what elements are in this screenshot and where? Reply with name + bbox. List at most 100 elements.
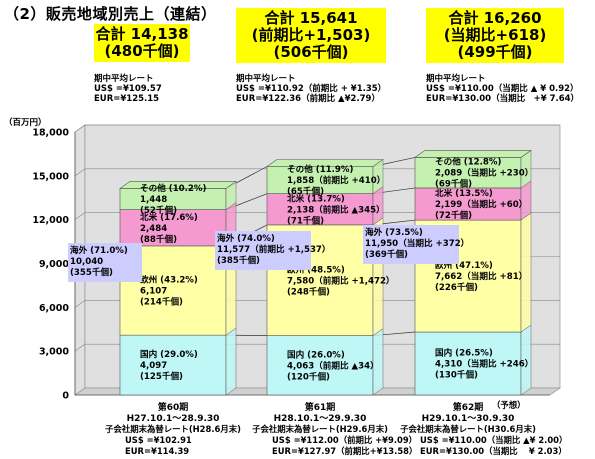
- overseas-label-bg: [363, 225, 459, 264]
- data-label-other: 1,858（前期比 +410）: [287, 174, 385, 186]
- data-label-domestic: (125千個): [140, 370, 183, 382]
- data-label-europe: 7,662（当期比 +81）: [435, 270, 527, 282]
- data-label-europe: (226千個): [435, 281, 478, 293]
- data-label-other: その他 (12.8%): [435, 156, 502, 168]
- avg-rate-eur: EUR=¥130.00（当期比 +¥ 7.64）: [426, 94, 580, 104]
- forecast-tag: （予想）: [492, 400, 526, 410]
- data-label-europe: 欧州 (43.2%): [140, 274, 198, 286]
- total-units: (506千個): [273, 43, 349, 61]
- y-tick-label: 6,000: [39, 303, 69, 314]
- y-tick-label: 9,000: [39, 259, 69, 270]
- overseas-label: 海外 (74.0%): [217, 232, 275, 244]
- avg-rate-usd: US$ =¥110.00（当期比 ▲ ¥ 0.92）: [426, 84, 579, 94]
- bar-segment-domestic: [119, 334, 227, 396]
- data-label-domestic: 4,310（当期比 +246）: [435, 358, 533, 370]
- end-rate-usd: US$ =¥112.00（前期比 +¥9.09）: [272, 435, 417, 445]
- avg-rate-p61: 期中平均レート US$ =¥110.92（前期比 + ¥1.35） EUR=¥1…: [236, 74, 386, 104]
- x-tick-label: 第61期: [305, 401, 336, 413]
- data-label-other: (65千個): [287, 185, 324, 197]
- bar-segment-north-america: [266, 193, 374, 226]
- data-label-domestic: (120千個): [287, 370, 330, 382]
- total-units: (499千個): [457, 43, 533, 61]
- data-label-north-america: 2,484: [140, 224, 167, 234]
- avg-rate-usd: US$ =¥110.92（前期比 + ¥1.35）: [236, 84, 387, 94]
- y-tick-label: 3,000: [39, 347, 69, 358]
- period-range: H28.10.1～29.9.30: [274, 414, 367, 424]
- data-label-north-america: (71千個): [287, 214, 324, 226]
- gridline-side: [74, 212, 86, 220]
- data-label-other: その他 (10.2%): [140, 182, 207, 194]
- data-label-other: その他 (11.9%): [287, 163, 354, 175]
- data-label-north-america: 2,138（前期比 ▲345）: [287, 203, 385, 215]
- gridline-side: [74, 168, 86, 177]
- avg-rate-p60: 期中平均レート US$ =¥109.57 EUR=¥125.15: [94, 74, 162, 104]
- end-rate-usd: US$ =¥110.00（当期比 ▲¥ 2.00）: [420, 435, 567, 445]
- overseas-label-bg: [68, 243, 142, 282]
- avg-rate-eur: EUR=¥122.36（前期比 ▲¥2.79）: [236, 94, 380, 104]
- period-range: H29.10.1～30.9.30: [422, 414, 515, 424]
- overseas-label-bg: [215, 231, 311, 270]
- total-value: 合計 16,260: [448, 9, 542, 27]
- avg-rate-title: 期中平均レート: [94, 74, 154, 84]
- page-title: （2）販売地域別売上（連結）: [4, 5, 217, 23]
- gridline-side: [74, 300, 86, 308]
- overseas-label: (385千個): [217, 254, 260, 266]
- overseas-label: 11,577（前期比 +1,537）: [217, 243, 331, 255]
- gridline-side: [74, 124, 86, 133]
- overseas-label: (355千個): [70, 266, 113, 278]
- bar-side-domestic: [225, 327, 237, 396]
- bar-segment-north-america: [119, 209, 227, 247]
- data-label-domestic: 国内 (26.0%): [287, 348, 345, 360]
- data-label-other: (69千個): [435, 178, 472, 190]
- data-label-domestic: 4,097: [140, 361, 167, 371]
- bar-top: [119, 181, 237, 189]
- end-rate-eur: EUR=¥127.97（前期比+¥13.58）: [272, 446, 417, 456]
- data-label-north-america: 2,199（当期比 +60）: [435, 198, 527, 210]
- data-label-other: (52千個): [140, 204, 177, 216]
- y-tick-label: 15,000: [32, 171, 69, 182]
- end-rate-title: 子会社期末為替レート(H28.6月末): [105, 424, 241, 434]
- bar-segment-other: [414, 157, 522, 189]
- bar-segment-other: [266, 166, 374, 194]
- overseas-label: 海外 (73.5%): [365, 226, 423, 238]
- data-label-domestic: (130千個): [435, 369, 478, 381]
- data-label-domestic: 国内 (29.0%): [140, 348, 198, 360]
- total-value: 合計 15,641: [264, 9, 358, 27]
- data-label-europe: 7,580（前期比 +1,472）: [287, 274, 395, 286]
- avg-rate-title: 期中平均レート: [426, 74, 486, 84]
- end-rate-eur: EUR=¥130.00（当期比 ¥ 2.03）: [420, 446, 567, 456]
- bar-top: [414, 150, 532, 158]
- avg-rate-title: 期中平均レート: [236, 74, 296, 84]
- total-units: (480千個): [104, 42, 180, 60]
- overseas-label: 11,950（当期比 +372）: [365, 237, 469, 249]
- data-label-north-america: (72千個): [435, 209, 472, 221]
- data-label-other: 1,448: [140, 195, 167, 205]
- data-label-north-america: 北米 (17.6%): [140, 211, 198, 223]
- overseas-label: (369千個): [365, 248, 408, 260]
- x-tick-label: 第60期: [158, 401, 189, 413]
- total-box-p60: 合計 14,138 (480千個): [94, 24, 190, 62]
- avg-rate-p62: 期中平均レート US$ =¥110.00（当期比 ▲ ¥ 0.92） EUR=¥…: [426, 74, 579, 104]
- end-rate-title: 子会社期末為替レート(H30.6月末): [400, 424, 536, 434]
- bar-segment-domestic: [414, 331, 522, 396]
- data-label-europe: (214千個): [140, 296, 183, 308]
- y-tick-label: 0: [62, 391, 69, 402]
- data-label-north-america: 北米 (13.7%): [287, 192, 345, 204]
- data-label-europe: 6,107: [140, 287, 167, 297]
- end-rate-title: 子会社期末為替レート(H29.6月末): [252, 424, 388, 434]
- end-rate-eur: EUR=¥114.39: [125, 446, 189, 456]
- y-tick-label: 12,000: [32, 215, 69, 226]
- end-rate-usd: US$ =¥102.91: [125, 435, 192, 445]
- overseas-label: 海外 (71.0%): [70, 244, 128, 256]
- total-box-p61: 合計 15,641 (前期比+1,503) (506千個): [236, 8, 386, 63]
- y-axis-unit: （百万円）: [4, 118, 47, 128]
- avg-rate-eur: EUR=¥125.15: [94, 94, 160, 104]
- total-change: (当期比+618): [443, 26, 547, 44]
- total-change: (前期比+1,503): [251, 26, 371, 44]
- bar-segment-north-america: [414, 187, 522, 221]
- gridline-side: [74, 343, 86, 352]
- y-tick-label: 18,000: [32, 128, 69, 139]
- period-range: H27.10.1～28.9.30: [127, 414, 220, 424]
